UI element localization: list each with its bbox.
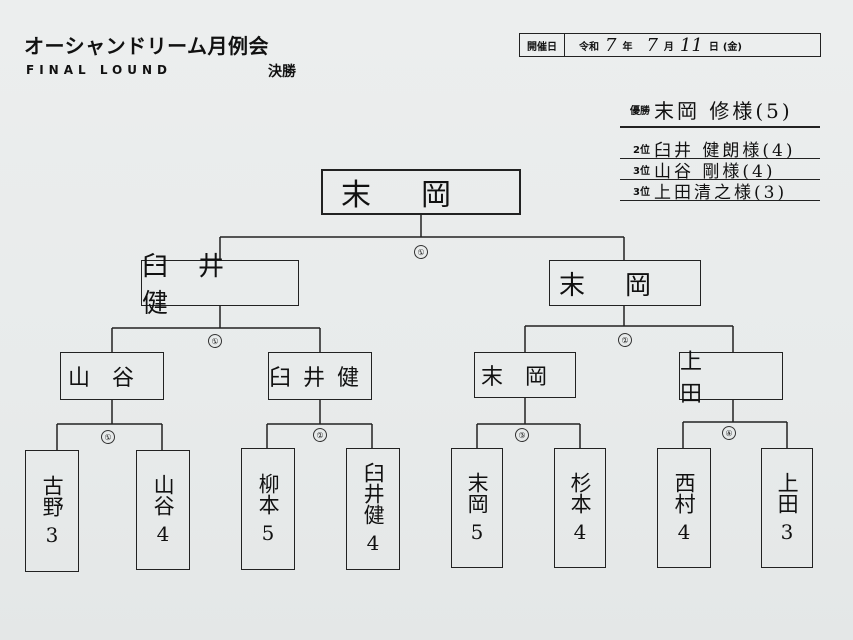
result-row-second: 2位 臼井 健朗様(4): [620, 138, 820, 161]
player-box: 山谷 4: [136, 450, 190, 570]
result-rank: 3位: [633, 165, 650, 177]
player-box: 柳本 5: [241, 448, 295, 570]
result-name: 山谷 剛様(4): [654, 161, 776, 182]
date-year: 7: [605, 34, 617, 56]
date-era: 令和: [579, 41, 599, 53]
player-name: 臼井健: [361, 462, 386, 525]
final-label: 決勝: [268, 64, 296, 80]
player-score: 5: [470, 519, 484, 544]
player-box: 西村 4: [657, 448, 711, 568]
result-row-third-a: 3位 山谷 剛様(4): [620, 159, 820, 182]
player-score: 4: [156, 521, 170, 546]
player-name: 西村: [672, 471, 697, 514]
results-list: 優勝 末岡 修様(5) 2位 臼井 健朗様(4) 3位 山谷 剛様(4) 3位 …: [620, 92, 820, 203]
date-weekday: (金): [722, 41, 742, 53]
player-box: 臼井健 4: [346, 448, 400, 570]
quarterfinal-box: 山谷: [60, 352, 164, 400]
quarterfinal-box: 臼井健: [268, 352, 372, 400]
semifinal-box-left: 臼井健: [141, 252, 299, 319]
event-title: オーシャンドリーム月例会: [24, 34, 269, 58]
quarterfinal-box: 上田: [679, 350, 783, 407]
date-month: 7: [646, 34, 658, 56]
player-score: 4: [573, 519, 587, 544]
event-subtitle: FINAL LOUND: [26, 63, 172, 77]
result-name: 臼井 健朗様(4): [654, 140, 796, 161]
date-year-unit: 年: [622, 41, 633, 53]
result-rank: 3位: [633, 186, 650, 198]
player-score: 5: [261, 520, 275, 545]
player-box: 末岡 5: [451, 448, 503, 568]
date-month-unit: 月: [663, 41, 674, 53]
player-name: 杉本: [568, 471, 593, 514]
player-name: 上田: [775, 471, 800, 514]
quarterfinal-box: 末岡: [474, 352, 576, 398]
semifinal-box-right: 末岡: [549, 260, 701, 306]
player-score: 4: [366, 531, 380, 555]
player-score: 3: [45, 522, 59, 547]
date-day: 11: [679, 34, 703, 56]
player-score: 3: [780, 519, 794, 544]
result-row-winner: 優勝 末岡 修様(5): [620, 92, 820, 128]
result-row-third-b: 3位 上田清之様(3): [620, 180, 820, 203]
result-rank: 2位: [633, 144, 650, 156]
player-name: 末岡: [465, 471, 490, 514]
result-name: 末岡 修様(5): [654, 98, 793, 123]
champion-box: 末岡: [321, 169, 521, 215]
result-rank: 優勝: [630, 105, 650, 117]
player-box: 杉本 4: [554, 448, 606, 568]
date-label: 開催日: [520, 34, 565, 56]
player-name: 柳本: [256, 472, 281, 515]
player-score: 4: [677, 519, 691, 544]
player-name: 山谷: [151, 473, 176, 516]
date-day-unit: 日: [708, 41, 719, 53]
result-name: 上田清之様(3): [654, 182, 788, 203]
date-box: 開催日 令和 7 年 7 月 11 日 (金): [519, 33, 821, 57]
player-box: 古野 3: [25, 450, 79, 572]
player-box: 上田 3: [761, 448, 813, 568]
player-name: 古野: [40, 474, 65, 517]
